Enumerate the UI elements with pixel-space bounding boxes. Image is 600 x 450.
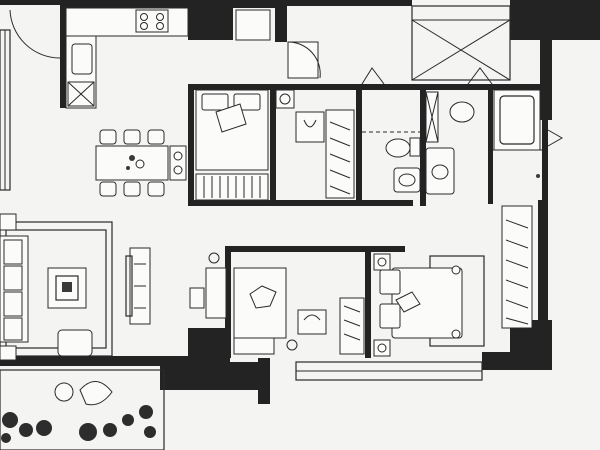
sofa-cushion [3, 265, 23, 291]
living-room [0, 213, 227, 361]
balcony-table [54, 382, 74, 402]
kitchen-counter [65, 7, 189, 37]
planter [1, 405, 156, 443]
toilet-icon [449, 101, 475, 123]
master-bedroom [373, 205, 533, 357]
nightstand [373, 253, 391, 271]
desk-chair [297, 309, 327, 335]
window [295, 361, 483, 381]
bathroom-2 [425, 89, 542, 195]
bathroom-1 [362, 131, 421, 193]
sideboard [169, 145, 187, 181]
bathroom-sink [425, 147, 455, 195]
balcony [0, 369, 165, 450]
area-rug [0, 221, 113, 357]
closet [339, 297, 365, 355]
desk-chair [189, 287, 205, 309]
side-table [0, 345, 17, 361]
dining-chair [99, 129, 117, 145]
lamp-icon [208, 252, 220, 264]
pillow [379, 303, 401, 329]
closet [325, 109, 355, 199]
sofa-cushion [3, 291, 23, 317]
cooktop [135, 9, 169, 33]
bedroom-2 [233, 267, 365, 355]
refrigerator [235, 9, 271, 41]
bedroom-1 [195, 89, 355, 201]
kitchen-sink [71, 43, 93, 75]
balcony-chair [79, 381, 113, 406]
bathroom-sink [393, 167, 421, 193]
sofa-cushion [3, 239, 23, 265]
kitchen [65, 7, 321, 109]
bed [391, 267, 463, 339]
wardrobe [195, 173, 269, 201]
dining-chair [123, 181, 141, 197]
pillow [249, 285, 277, 309]
main-door-swing [9, 9, 61, 59]
nightstand [233, 337, 275, 355]
bathtub [493, 89, 541, 151]
sofa-cushion [3, 317, 23, 341]
dining-chair [99, 181, 117, 197]
dining-chair [147, 181, 165, 197]
exterior-walls [0, 0, 600, 404]
study-desk [205, 267, 227, 319]
storage-cabinet [287, 41, 319, 79]
side-table [0, 213, 17, 231]
pillow [201, 93, 229, 111]
nightstand [373, 339, 391, 357]
dining-chair [123, 129, 141, 145]
dining-chair [147, 129, 165, 145]
armchair [57, 329, 93, 357]
nightstand [275, 89, 295, 109]
pillow [379, 269, 401, 295]
door-arrow-2 [467, 67, 493, 85]
door-arrow-1 [361, 67, 385, 85]
lamp-icon [286, 339, 298, 351]
entry-hall [9, 5, 564, 147]
dining [95, 129, 187, 197]
toilet-icon [385, 138, 411, 158]
dining-table [95, 145, 169, 181]
